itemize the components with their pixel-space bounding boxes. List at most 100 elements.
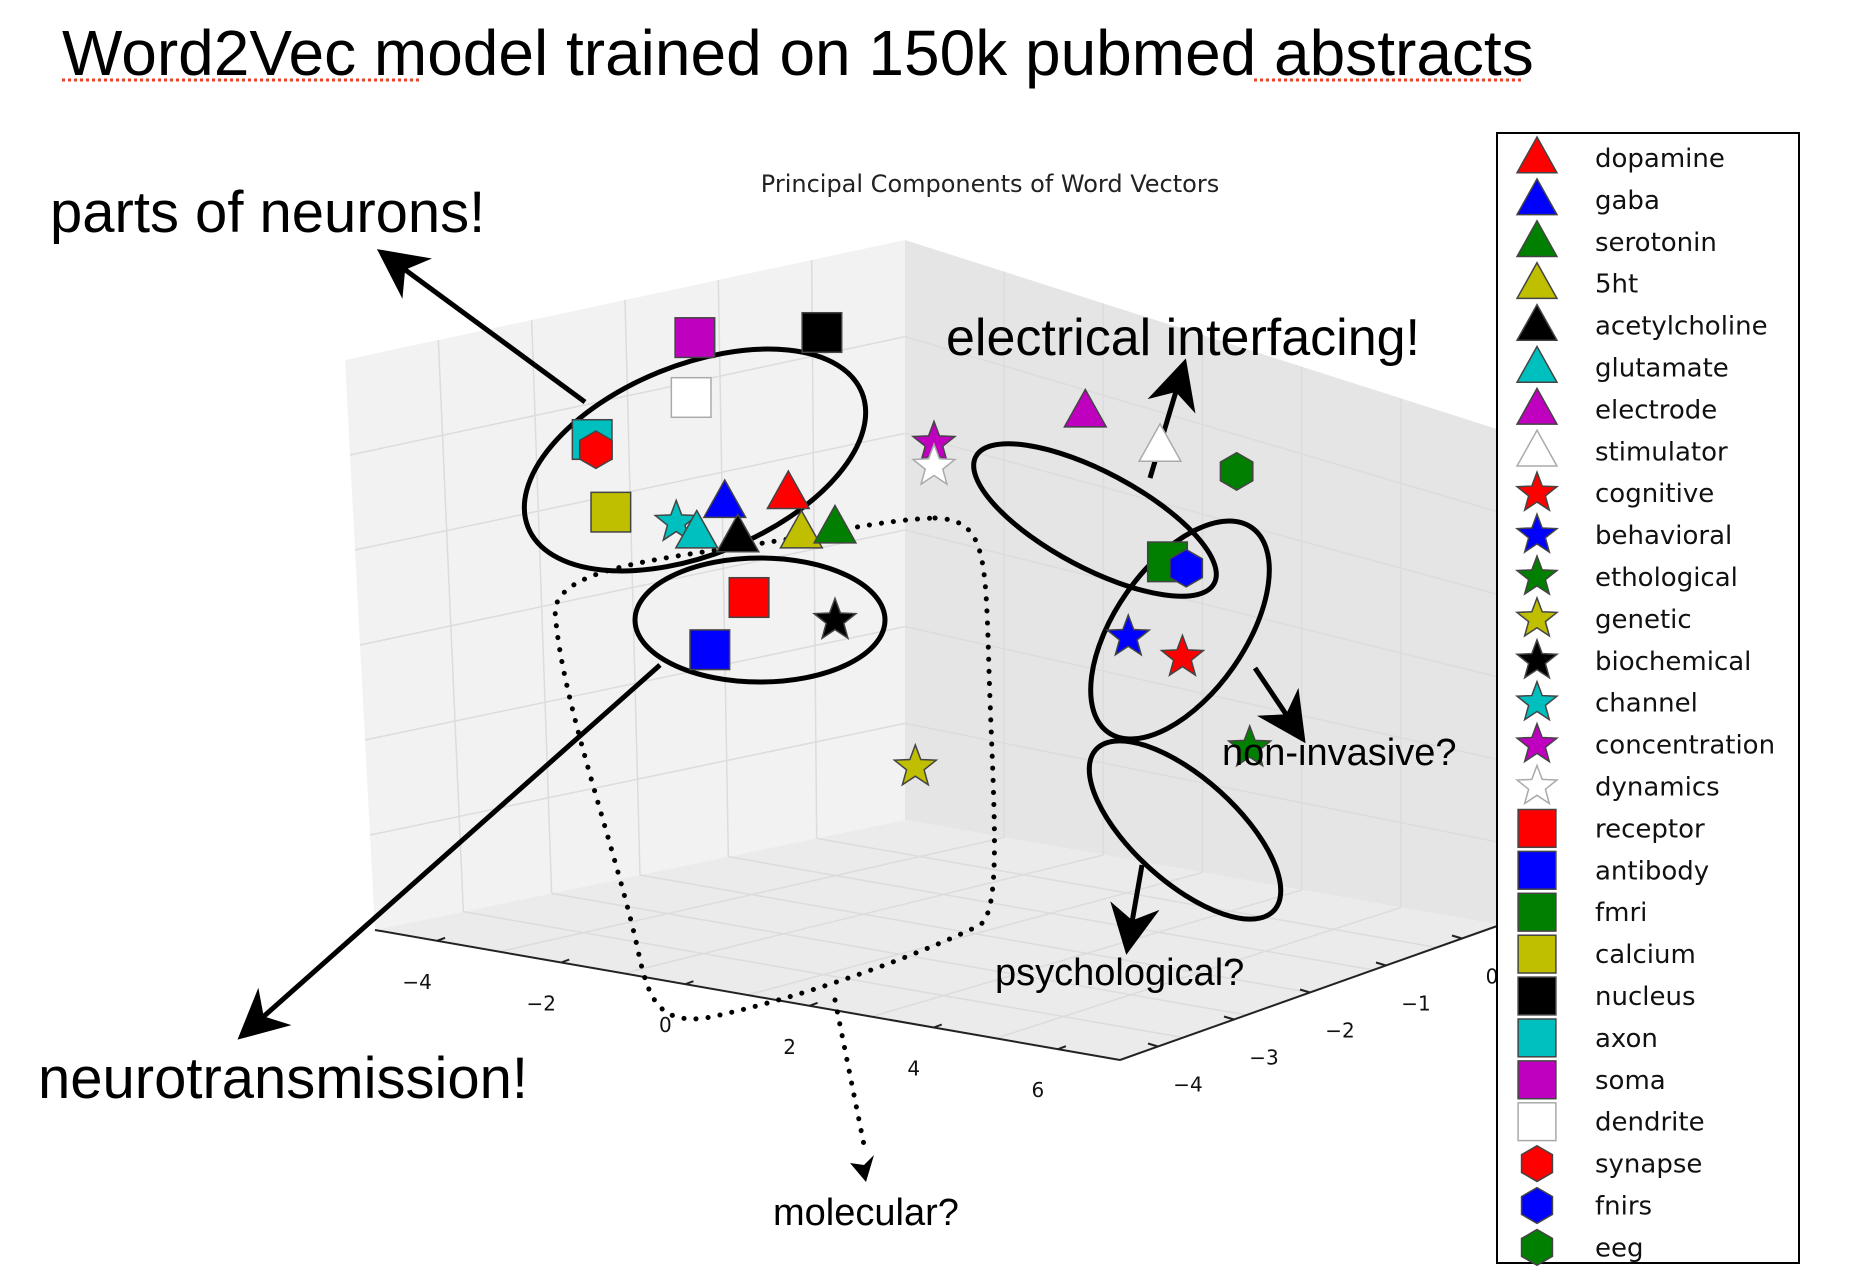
point-antibody (689, 629, 731, 671)
point-genetic (892, 742, 939, 787)
y-axis-ticks: −4−3−2−10 (1147, 934, 1499, 1097)
x-axis-line (374, 929, 1121, 1061)
legend-label-fmri: fmri (1595, 898, 1647, 928)
legend-label-fnirs: fnirs (1595, 1192, 1652, 1222)
point-dendrite (670, 376, 712, 419)
legend-marker-dendrite (1517, 1102, 1557, 1142)
legend-marker-synapse (1520, 1144, 1554, 1183)
legend-marker-glutamate (1515, 344, 1559, 383)
x-tick-mark (933, 1023, 943, 1029)
legend-label-soma: soma (1595, 1066, 1666, 1096)
legend-marker-axon (1517, 1018, 1557, 1058)
legend-label-synapse: synapse (1595, 1150, 1702, 1180)
arrowhead-molecular (850, 1155, 874, 1182)
point-fnirs (1169, 548, 1204, 588)
x-tick-mark (1057, 1045, 1067, 1051)
x-tick-label: 4 (907, 1057, 920, 1081)
y-tick-mark (1299, 988, 1311, 994)
legend-label-antibody: antibody (1595, 856, 1709, 886)
legend-label-stimulator: stimulator (1595, 437, 1728, 467)
gridline-floor-b (816, 837, 1437, 949)
dotted-loop-molecular (552, 515, 997, 1022)
legend: dopaminegabaserotonin5htacetylcholineglu… (1496, 132, 1800, 1267)
label-parts-of-neurons: parts of neurons! (50, 180, 485, 245)
y-tick-mark (1147, 1042, 1159, 1048)
x-tick-label: −2 (527, 992, 556, 1016)
legend-marker-acetylcholine (1515, 303, 1559, 342)
point-gaba (702, 478, 747, 519)
legend-marker-nucleus (1517, 976, 1557, 1016)
point-dopamine (766, 469, 811, 510)
dotted-arrow-molecular (832, 997, 868, 1153)
x-tick-mark (685, 980, 694, 986)
legend-marker-receptor (1517, 808, 1557, 849)
point-channel (653, 498, 700, 542)
arrow-psychological (1110, 864, 1160, 955)
point-biochemical (812, 596, 858, 640)
legend-marker-electrode (1515, 386, 1559, 425)
gridlines (349, 259, 1501, 1040)
scatter-points (571, 311, 1273, 787)
legend-label-dendrite: dendrite (1595, 1108, 1705, 1138)
legend-marker-gaba (1515, 177, 1559, 216)
legend-label-receptor: receptor (1595, 814, 1705, 844)
point-ethological (1226, 723, 1273, 768)
legend-label-dynamics: dynamics (1595, 773, 1720, 803)
y-tick-label: −4 (1173, 1073, 1202, 1097)
x-tick-label: 2 (783, 1035, 796, 1059)
point-electrode (1063, 387, 1108, 428)
legend-marker-ethological (1514, 553, 1560, 596)
legend-label-acetylcholine: acetylcholine (1595, 312, 1768, 342)
legend-label-eeg: eeg (1595, 1233, 1644, 1263)
label-neurotransmission: neurotransmission! (38, 1046, 528, 1111)
legend-marker-dynamics (1514, 763, 1560, 806)
legend-marker-calcium (1517, 934, 1557, 974)
legend-label-gaba: gaba (1595, 186, 1660, 216)
point-calcium (590, 491, 632, 533)
legend-label-concentration: concentration (1595, 731, 1775, 761)
y-tick-label: 0 (1486, 965, 1499, 989)
floor-pane (375, 820, 1500, 1060)
point-synapse (578, 430, 613, 470)
legend-marker-serotonin (1515, 219, 1559, 258)
legend-label-genetic: genetic (1595, 605, 1692, 635)
legend-marker-antibody (1517, 850, 1557, 890)
legend-marker-concentration (1514, 721, 1560, 764)
y-tick-mark (1375, 961, 1387, 967)
x-tick-mark (436, 936, 446, 942)
ellipse-electrical-interfacing (971, 441, 1219, 599)
label-molecular: molecular? (773, 1192, 959, 1234)
point-serotonin (812, 503, 858, 544)
point-eeg (1219, 451, 1254, 491)
legend-label-biochemical: biochemical (1595, 647, 1751, 677)
legend-marker-fnirs (1520, 1186, 1554, 1225)
legend-marker-soma (1517, 1060, 1557, 1100)
legend-marker-fmri (1517, 892, 1557, 932)
legend-marker-stimulator (1515, 428, 1559, 467)
legend-label-5ht: 5ht (1595, 270, 1638, 300)
legend-label-axon: axon (1595, 1024, 1658, 1054)
legend-label-cognitive: cognitive (1595, 479, 1714, 509)
plot-title: Principal Components of Word Vectors (761, 170, 1219, 198)
point-5ht (779, 508, 824, 549)
legend-marker-biochemical (1514, 637, 1560, 680)
point-cognitive (1159, 633, 1206, 677)
label-electrical-interfacing: electrical interfacing! (946, 309, 1420, 367)
label-non-invasive: non-invasive? (1222, 732, 1456, 774)
legend-label-nucleus: nucleus (1595, 982, 1696, 1012)
legend-label-serotonin: serotonin (1595, 228, 1717, 258)
y-tick-label: −3 (1249, 1046, 1278, 1070)
point-stimulator (1137, 422, 1183, 463)
legend-marker-dopamine (1515, 135, 1559, 174)
point-acetylcholine (715, 512, 761, 553)
y-tick-label: −1 (1401, 992, 1430, 1016)
label-psychological: psychological? (995, 952, 1244, 994)
y-tick-mark (1451, 934, 1463, 940)
point-soma (674, 317, 716, 359)
x-tick-label: 0 (659, 1013, 672, 1037)
legend-marker-5ht (1515, 261, 1559, 300)
point-behavioral (1105, 612, 1152, 657)
x-tick-mark (809, 1001, 818, 1007)
